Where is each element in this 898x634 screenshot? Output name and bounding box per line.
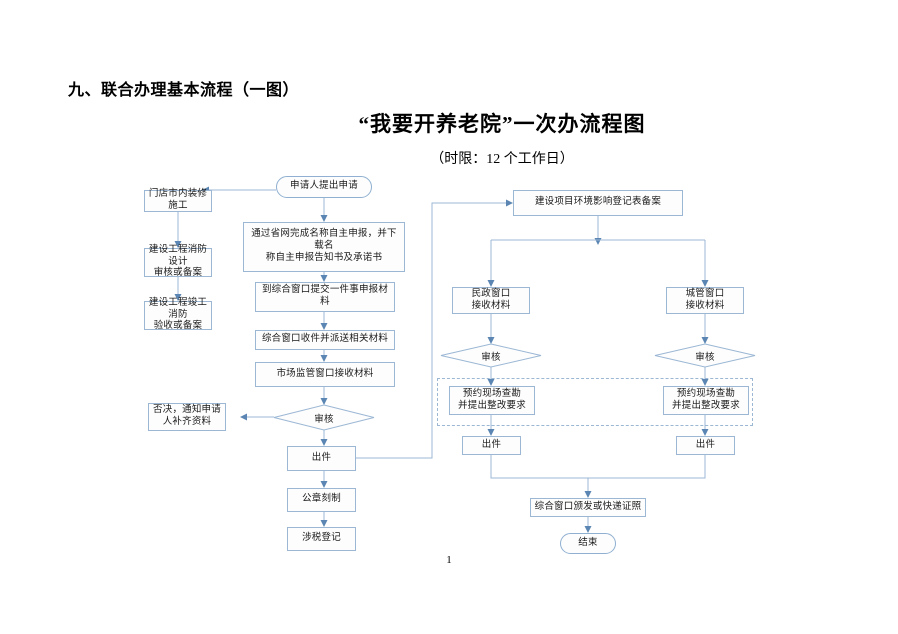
node-survey-urban[interactable]: 预约现场查勘 并提出整改要求 bbox=[663, 386, 749, 415]
node-submit-materials-line2: 料 bbox=[320, 297, 330, 307]
node-tax-registration[interactable]: 涉税登记 bbox=[287, 527, 356, 551]
node-name-declaration-line1: 通过省网完成名称自主申报，并下载名 bbox=[251, 229, 397, 252]
node-issue-certificate-label: 综合窗口颁发或快递证照 bbox=[534, 501, 642, 512]
node-issue-market[interactable]: 出件 bbox=[287, 446, 356, 471]
node-urban-management-window-line1: 城管窗口 bbox=[685, 288, 725, 299]
node-issue-market-label: 出件 bbox=[311, 452, 332, 463]
node-issue-civil-label: 出件 bbox=[481, 439, 502, 450]
node-fire-completion-acceptance[interactable]: 建设工程竣工消防 验收或备案 bbox=[144, 297, 212, 332]
node-urban-management-window[interactable]: 城管窗口 接收材料 bbox=[666, 287, 744, 314]
node-window-receive-dispatch[interactable]: 综合窗口收件并派送相关材料 bbox=[255, 330, 395, 350]
node-market-window-receive[interactable]: 市场监管窗口接收材料 bbox=[255, 362, 395, 387]
node-end-label: 结束 bbox=[578, 537, 598, 548]
node-civil-affairs-window-line1: 民政窗口 bbox=[471, 288, 511, 299]
node-reject-notice[interactable]: 否决，通知申请 人补齐资料 bbox=[148, 403, 226, 431]
node-env-registration-label: 建设项目环境影响登记表备案 bbox=[534, 197, 662, 208]
node-issue-urban-label: 出件 bbox=[695, 439, 716, 450]
diamond-shape bbox=[273, 404, 375, 431]
diamond-shape bbox=[440, 343, 542, 368]
node-survey-civil-line2: 并提出整改要求 bbox=[458, 400, 526, 411]
node-issue-urban[interactable]: 出件 bbox=[676, 436, 735, 455]
diamond-shape bbox=[654, 343, 756, 368]
node-start-label: 申请人提出申请 bbox=[290, 181, 358, 192]
node-issue-civil[interactable]: 出件 bbox=[462, 436, 521, 455]
site-survey-group bbox=[437, 378, 753, 426]
node-fire-completion-acceptance-line2: 验收或备案 bbox=[153, 321, 203, 332]
node-start[interactable]: 申请人提出申请 bbox=[276, 176, 372, 198]
node-submit-materials[interactable]: 到综合窗口提交一件事申报材 料 bbox=[255, 282, 395, 312]
node-issue-certificate[interactable]: 综合窗口颁发或快递证照 bbox=[530, 498, 646, 517]
page-title: “我要开养老院”一次办流程图 bbox=[358, 112, 646, 136]
decision-review-civil-label: 审核 bbox=[481, 352, 501, 363]
node-civil-affairs-window[interactable]: 民政窗口 接收材料 bbox=[452, 287, 530, 314]
node-store-decoration[interactable]: 门店市内装修施工 bbox=[144, 189, 212, 212]
node-survey-civil[interactable]: 预约现场查勘 并提出整改要求 bbox=[449, 386, 535, 415]
node-store-decoration-label: 门店市内装修施工 bbox=[148, 189, 208, 211]
node-civil-affairs-window-line2: 接收材料 bbox=[471, 300, 511, 311]
node-submit-materials-line1: 到综合窗口提交一件事申报材 bbox=[261, 285, 389, 296]
node-tax-registration-label: 涉税登记 bbox=[302, 533, 341, 544]
node-name-declaration-line2: 称自主申报告知书及承诺书 bbox=[265, 252, 383, 263]
node-urban-management-window-line2: 接收材料 bbox=[685, 300, 725, 311]
node-fire-design-review-line2: 审核或备案 bbox=[153, 268, 203, 279]
page-subtitle: （时限：12 个工作日） bbox=[430, 152, 574, 167]
node-survey-urban-line1: 预约现场查勘 bbox=[676, 388, 736, 399]
decision-review-market[interactable]: 审核 bbox=[273, 404, 375, 431]
node-fire-design-review-line1: 建设工程消防设计 bbox=[148, 244, 208, 267]
node-end[interactable]: 结束 bbox=[560, 533, 616, 554]
node-survey-civil-line1: 预约现场查勘 bbox=[462, 388, 522, 399]
node-reject-notice-line1: 否决，通知申请 bbox=[153, 405, 221, 416]
node-window-receive-dispatch-label: 综合窗口收件并派送相关材料 bbox=[261, 334, 389, 345]
node-fire-completion-acceptance-line1: 建设工程竣工消防 bbox=[148, 297, 208, 320]
node-name-declaration[interactable]: 通过省网完成名称自主申报，并下载名 称自主申报告知书及承诺书 bbox=[243, 222, 405, 272]
decision-review-market-label: 审核 bbox=[314, 414, 334, 425]
node-market-window-receive-label: 市场监管窗口接收材料 bbox=[276, 368, 374, 379]
node-survey-urban-line2: 并提出整改要求 bbox=[672, 400, 740, 411]
node-seal-engraving-label: 公章刻制 bbox=[302, 494, 341, 505]
decision-review-civil[interactable]: 审核 bbox=[440, 343, 542, 368]
node-reject-notice-line2: 人补齐资料 bbox=[162, 417, 212, 427]
decision-review-urban[interactable]: 审核 bbox=[654, 343, 756, 368]
decision-review-urban-label: 审核 bbox=[695, 352, 715, 363]
node-env-registration[interactable]: 建设项目环境影响登记表备案 bbox=[513, 190, 683, 216]
section-heading: 九、联合办理基本流程（一图） bbox=[68, 82, 300, 99]
node-fire-design-review[interactable]: 建设工程消防设计 审核或备案 bbox=[144, 244, 212, 279]
page-number: 1 bbox=[446, 554, 452, 566]
node-seal-engraving[interactable]: 公章刻制 bbox=[287, 488, 356, 512]
